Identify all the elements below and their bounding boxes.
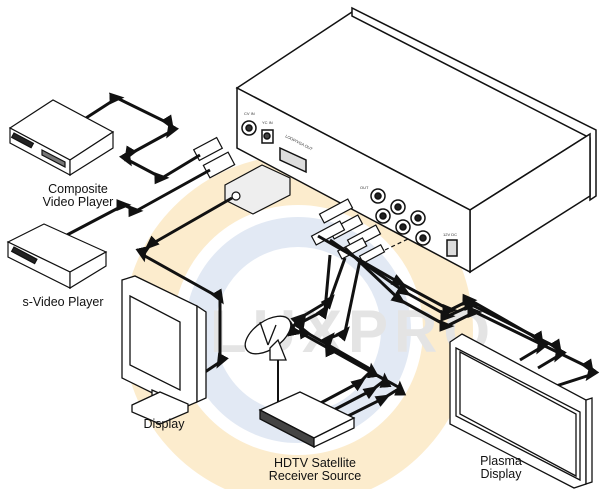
cable-svideo [64, 168, 211, 238]
hdtv-receiver-label: HDTV Satellite Receiver Source [255, 457, 375, 483]
composite-player-label: Composite Video Player [28, 183, 128, 209]
composite-video-player [8, 99, 115, 177]
hdtv-receiver [258, 391, 356, 449]
composite-plug [192, 136, 224, 162]
vga-port [279, 146, 307, 174]
composite-player-label-line1: Composite [48, 182, 108, 196]
cable-hdtv-3 [320, 259, 407, 422]
svideo-player-label-line1: s-Video Player [22, 295, 104, 309]
hdtv-receiver-label-line1: HDTV Satellite [274, 456, 356, 470]
scaler-front-ear [351, 6, 597, 202]
cable-plasma-3 [343, 246, 600, 388]
plasma-display [449, 333, 593, 489]
plasma-label-line2: Display [480, 467, 522, 481]
display-monitor [121, 275, 207, 425]
display-label-line1: Display [143, 417, 185, 431]
composite-player-label-line2: Video Player [42, 195, 114, 209]
scaler-back-panel [236, 86, 471, 274]
display-label: Display [134, 418, 194, 431]
scaler-device [235, 6, 597, 274]
power-label: 12V DC [443, 232, 457, 237]
yc-in-label: YC IN [262, 120, 273, 125]
input-plugs [192, 136, 291, 215]
s-video-player [6, 223, 108, 290]
cables [64, 92, 600, 422]
hdtv-receiver-label-line2: Receiver Source [268, 469, 362, 483]
satellite-dish [244, 315, 292, 361]
out-label: OUT [360, 185, 369, 190]
cable-composite [85, 92, 201, 185]
cv-in-label: CV IN [244, 111, 255, 116]
plasma-label-line1: Plasma [480, 454, 522, 468]
cable-vga [135, 196, 233, 374]
power-port [446, 239, 458, 257]
plasma-label: Plasma Display [466, 455, 536, 481]
component-plugs [310, 198, 411, 264]
vga-plug [224, 164, 291, 215]
svideo-player-label: s-Video Player [8, 296, 118, 309]
